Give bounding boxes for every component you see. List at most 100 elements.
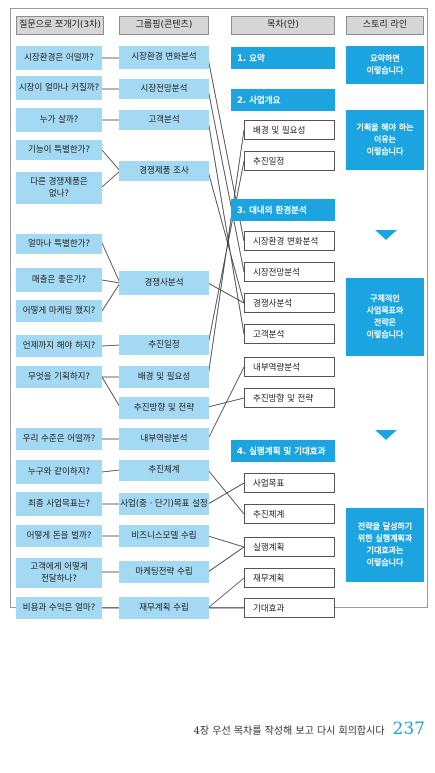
toc-section: 3. 대내외 환경분석 [231, 199, 335, 221]
toc-item: 시장환경 변화분석 [244, 231, 335, 251]
toc-item-label: 기대효과 [253, 604, 285, 614]
storyline-text: 구체적인 [370, 294, 400, 303]
toc-item-label: 배경 및 필요성 [253, 126, 306, 136]
toc-section-label: 2. 사업개요 [237, 96, 281, 106]
toc-item: 내부역량분석 [244, 357, 335, 377]
group-box: 비즈니스모델 수립 [119, 525, 209, 547]
group-label: 사업(중ㆍ단기)목표 설정 [120, 498, 208, 509]
toc-item: 추진체계 [244, 504, 335, 524]
storyline-text: 사업목표와 [366, 306, 404, 315]
question-text: 우리 수준은 어떨까? [22, 434, 96, 444]
question-box: 기능이 특별한가? [16, 140, 102, 160]
storyline-text: 이렇습니다 [366, 330, 404, 339]
toc-section-label: 1. 요약 [237, 54, 265, 64]
group-label: 마케팅전략 수립 [135, 566, 193, 577]
question-text: 언제까지 해야 하지? [22, 341, 96, 351]
question-box: 누가 살까? [16, 108, 102, 132]
group-box: 추진방향 및 전략 [119, 397, 209, 419]
question-text: 기능이 특별한가? [28, 145, 90, 155]
question-box: 매출은 좋은가? [16, 268, 102, 292]
storyline-text: 기대효과는 [366, 546, 404, 555]
toc-item: 고객분석 [244, 324, 335, 344]
toc-section-label: 3. 대내외 환경분석 [237, 206, 307, 216]
toc-item: 배경 및 필요성 [244, 120, 335, 140]
storyline-text: 전략을 달성하기 [357, 522, 413, 531]
toc-item: 추진방향 및 전략 [244, 388, 335, 408]
group-box: 고객분석 [119, 110, 209, 130]
toc-section: 1. 요약 [231, 47, 335, 69]
question-text: 어떻게 마케팅 했지? [22, 306, 96, 316]
question-box: 시장이 얼마나 커질까? [16, 76, 102, 100]
question-box: 언제까지 해야 하지? [16, 335, 102, 357]
question-box: 우리 수준은 어떨까? [16, 428, 102, 450]
question-box: 얼마나 특별한가? [16, 234, 102, 254]
question-text: 시장환경은 어떨까? [24, 53, 94, 63]
group-box: 시장환경 변화분석 [119, 46, 209, 69]
toc-item-label: 내부역량분석 [253, 363, 300, 373]
group-label: 시장환경 변화분석 [131, 52, 197, 62]
question-box: 최종 사업목표는? [16, 492, 102, 516]
question-text: 누가 살까? [39, 115, 79, 125]
question-text: 얼마나 특별한가? [28, 239, 90, 249]
question-text: 없나? [48, 189, 70, 199]
toc-item-label: 시장전망분석 [253, 268, 300, 278]
toc-section-label: 4. 실행계획 및 기대효과 [237, 447, 326, 457]
group-box: 배경 및 필요성 [119, 366, 209, 388]
group-label: 재무계획 수립 [139, 602, 189, 613]
group-label: 경쟁사분석 [144, 277, 184, 288]
toc-item: 실행계획 [244, 537, 335, 557]
storyline-text: 이렇습니다 [366, 66, 404, 75]
question-text: 다른 경쟁제품은 [30, 177, 88, 187]
toc-item-label: 추진일정 [253, 157, 285, 167]
toc-item-label: 재무계획 [253, 574, 285, 584]
question-text: 무엇을 기획하지? [28, 372, 90, 382]
group-label: 배경 및 필요성 [137, 371, 191, 382]
group-box: 추진체계 [119, 460, 209, 481]
question-text: 시장이 얼마나 커질까? [18, 83, 100, 93]
group-box: 내부역량분석 [119, 428, 209, 450]
group-box: 경쟁사분석 [119, 271, 209, 295]
header-grouping: 그룹핑(콘텐츠) [119, 16, 209, 35]
group-label: 비즈니스모델 수립 [131, 530, 197, 541]
question-box: 어떻게 돈을 벌까? [16, 525, 102, 547]
storyline-text: 이렇습니다 [366, 558, 404, 567]
question-text: 고객에게 어떻게 [30, 562, 88, 572]
group-label: 추진일정 [148, 339, 180, 350]
header-questions: 질문으로 쪼개기(3차) [16, 16, 104, 35]
question-box: 시장환경은 어떨까? [16, 46, 102, 70]
question-text: 전달하나? [41, 574, 77, 584]
footer-chapter-title: 4장 우선 목차를 작성해 보고 다시 회의합시다 [193, 726, 385, 737]
toc-section: 4. 실행계획 및 기대효과 [231, 440, 335, 462]
question-box: 비용과 수익은 얼마? [16, 597, 102, 619]
toc-item-label: 사업목표 [253, 479, 285, 489]
toc-item-label: 추진방향 및 전략 [253, 394, 314, 404]
page-number: 237 [392, 719, 425, 739]
storyline-text: 요약하면 [370, 54, 400, 63]
page-footer: 4장 우선 목차를 작성해 보고 다시 회의합시다 237 [194, 719, 426, 741]
storyline-text: 기획을 해야 하는 [356, 123, 414, 132]
toc-item: 기대효과 [244, 598, 335, 618]
toc-item: 사업목표 [244, 473, 335, 493]
down-triangle-arrow-icon [375, 230, 397, 240]
down-triangle-arrow-icon [375, 430, 397, 440]
toc-section: 2. 사업개요 [231, 89, 335, 111]
group-label: 시장전망분석 [140, 83, 188, 94]
toc-item: 시장전망분석 [244, 262, 335, 282]
group-box: 경쟁제품 조사 [119, 161, 209, 181]
header-storyline: 스토리 라인 [346, 16, 424, 35]
group-box: 추진일정 [119, 335, 209, 355]
group-box: 사업(중ㆍ단기)목표 설정 [119, 493, 209, 515]
question-box: 누구와 같이하지? [16, 460, 102, 484]
storyline-text: 전략은 [373, 318, 397, 327]
group-label: 추진체계 [148, 465, 180, 475]
question-text: 매출은 좋은가? [31, 275, 87, 285]
group-box: 시장전망분석 [119, 79, 209, 99]
question-text: 어떻게 돈을 벌까? [26, 531, 92, 541]
